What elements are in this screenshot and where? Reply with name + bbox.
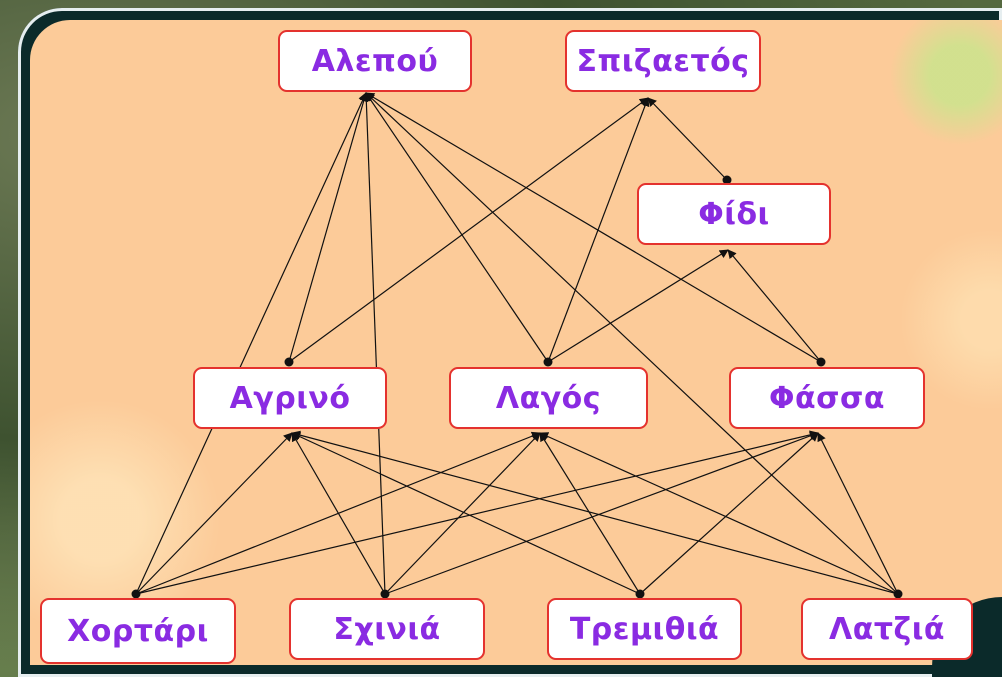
edge-tremithia-to-lagos	[539, 432, 641, 595]
edge-origin-dot-fassa	[816, 357, 826, 367]
edge-chortari-to-fassa	[135, 430, 819, 595]
edge-agrino-to-alepou	[288, 92, 369, 363]
edge-chortari-to-alepou	[135, 92, 367, 595]
node-fassa: Φάσσα	[729, 367, 925, 429]
food-web-board	[30, 20, 1002, 665]
edge-fidi-to-spizaetos	[647, 97, 728, 181]
edge-origin-dot-lagos	[543, 357, 553, 367]
edge-schinia-to-agrino	[291, 432, 386, 595]
edge-latzia-to-alepou	[365, 92, 899, 595]
edge-origin-dot-fidi	[722, 175, 732, 185]
node-spizaetos: Σπιζαετός	[565, 30, 761, 92]
node-latzia: Λατζιά	[801, 598, 973, 660]
edge-lagos-to-alepou	[365, 92, 549, 363]
edge-tremithia-to-fassa	[639, 432, 819, 595]
node-alepou: Αλεπού	[278, 30, 472, 92]
edge-origin-dot-latzia	[893, 589, 903, 599]
node-schinia: Σχινιά	[289, 598, 485, 660]
edge-latzia-to-agrino	[291, 430, 899, 595]
edge-origin-dot-tremithia	[635, 589, 645, 599]
node-lagos: Λαγός	[449, 367, 648, 429]
edge-schinia-to-fassa	[384, 431, 819, 595]
node-fidi: Φίδι	[637, 183, 831, 245]
edge-origin-dot-agrino	[284, 357, 294, 367]
node-chortari: Χορτάρι	[40, 598, 236, 664]
edge-tremithia-to-agrino	[291, 432, 641, 595]
edge-chortari-to-agrino	[135, 432, 293, 595]
edge-origin-dot-chortari	[131, 589, 141, 599]
edge-fassa-to-alepou	[365, 92, 822, 363]
edge-schinia-to-lagos	[384, 432, 541, 595]
edge-latzia-to-lagos	[539, 432, 899, 595]
edge-schinia-to-alepou	[361, 92, 386, 595]
node-tremithia: Τρεμιθιά	[547, 598, 742, 660]
edge-agrino-to-spizaetos	[288, 97, 649, 363]
edge-lagos-to-fidi	[547, 249, 729, 363]
edge-origin-dot-schinia	[380, 589, 390, 599]
edge-lagos-to-spizaetos	[547, 97, 650, 363]
node-agrino: Αγρινό	[193, 367, 387, 429]
edge-fassa-to-fidi	[727, 249, 822, 363]
edge-latzia-to-fassa	[817, 432, 899, 595]
